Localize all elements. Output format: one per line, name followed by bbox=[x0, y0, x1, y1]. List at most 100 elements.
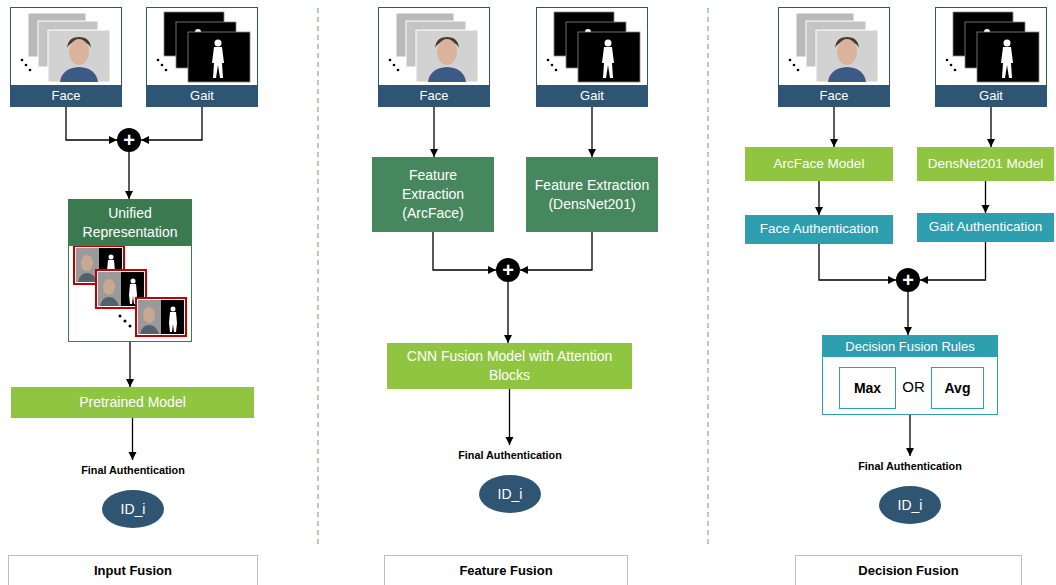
process-box: CNN Fusion Model with Attention Blocks bbox=[387, 343, 632, 389]
process-box: ArcFace Model bbox=[745, 147, 893, 181]
arrow-head bbox=[126, 379, 134, 387]
label-band: Gait bbox=[537, 85, 647, 106]
box-title: Decision Fusion Rules bbox=[845, 339, 974, 354]
arrow-head bbox=[982, 205, 990, 213]
panel-caption: Input Fusion bbox=[94, 563, 172, 578]
image-card: Face bbox=[778, 7, 890, 107]
identity-label: ID_i bbox=[898, 497, 923, 513]
rule-option: Avg bbox=[945, 380, 971, 396]
arrow-head bbox=[129, 452, 137, 460]
text-label: OR bbox=[896, 378, 931, 395]
ellipsis-dot bbox=[119, 315, 122, 318]
panel-separators bbox=[318, 8, 708, 548]
fusion-plus-circle: + bbox=[117, 128, 141, 152]
connector-line bbox=[920, 242, 986, 280]
label-band: Face bbox=[379, 85, 489, 106]
panel-caption: Decision Fusion bbox=[858, 563, 958, 578]
connector-arrow bbox=[66, 107, 117, 144]
arrow-head bbox=[430, 149, 438, 157]
image-card: Gait bbox=[146, 7, 258, 107]
image-card: Gait bbox=[536, 7, 648, 107]
arrow-head bbox=[125, 191, 133, 199]
gait-images bbox=[157, 12, 1039, 82]
face-image-stack bbox=[21, 13, 110, 82]
label-band: Face bbox=[779, 85, 889, 106]
box-text: CNN Fusion Model with Attention Blocks bbox=[395, 347, 624, 385]
arrow-head bbox=[109, 136, 117, 144]
connector-arrow bbox=[588, 107, 596, 157]
connector-line bbox=[507, 282, 508, 343]
process-box: Gait Authentication bbox=[917, 213, 1054, 242]
connector-arrow bbox=[506, 389, 514, 445]
card-label: Face bbox=[52, 88, 81, 103]
face-image-stack bbox=[789, 13, 878, 82]
plus-sign: + bbox=[123, 130, 135, 150]
unified-representation-box: Unified Representation bbox=[68, 199, 192, 342]
connector-arrow bbox=[125, 152, 133, 199]
arrow-head bbox=[904, 327, 912, 335]
fused-frame bbox=[136, 298, 186, 336]
face-image-stack bbox=[389, 13, 478, 82]
result-heading: Final Authentication bbox=[440, 449, 580, 461]
panel-caption: Feature Fusion bbox=[459, 563, 552, 578]
card-label: Gait bbox=[580, 88, 604, 103]
box-text: Feature Extraction (DensNet201) bbox=[530, 176, 654, 214]
process-box: DensNet201 Model bbox=[917, 147, 1054, 181]
unified-frames bbox=[74, 246, 186, 336]
arrow-head bbox=[506, 437, 514, 445]
arrow-head bbox=[141, 136, 149, 144]
connector-arrow bbox=[129, 418, 137, 460]
arrow-head bbox=[906, 448, 914, 456]
rule-option-box: Avg bbox=[931, 367, 984, 409]
label-band: Gait bbox=[147, 85, 257, 106]
box-text: Feature Extraction (ArcFace) bbox=[376, 166, 490, 223]
panel-caption-box: Input Fusion bbox=[8, 555, 258, 585]
ellipsis-dot bbox=[124, 320, 127, 323]
identity-ellipse: ID_i bbox=[879, 486, 941, 524]
gait-silhouette-stack bbox=[547, 12, 640, 82]
box-text: DensNet201 Model bbox=[928, 155, 1044, 173]
connector-arrow bbox=[815, 181, 823, 215]
arrow-head bbox=[588, 149, 596, 157]
box-text: Pretrained Model bbox=[79, 393, 186, 412]
connector-arrow bbox=[126, 342, 134, 387]
connector-arrow bbox=[433, 232, 496, 274]
card-label: Gait bbox=[979, 88, 1003, 103]
connector-arrow bbox=[920, 242, 986, 284]
connector-arrow bbox=[430, 107, 438, 157]
label-band: Gait bbox=[936, 85, 1046, 106]
face-images bbox=[21, 13, 878, 82]
final-authentication: Final AuthenticationID_i bbox=[440, 445, 580, 513]
final-authentication: Final AuthenticationID_i bbox=[840, 456, 980, 524]
card-label: Face bbox=[420, 88, 449, 103]
panel-caption-box: Feature Fusion bbox=[384, 555, 628, 585]
process-box: Pretrained Model bbox=[11, 387, 254, 418]
connector-line bbox=[141, 107, 202, 140]
connector-line bbox=[819, 244, 896, 280]
decision-rules-box: Decision Fusion RulesMaxAvgOR bbox=[822, 335, 998, 415]
process-box: Face Authentication bbox=[745, 215, 893, 244]
plus-sign: + bbox=[502, 260, 514, 280]
box-header: Unified Representation bbox=[69, 200, 191, 246]
arrow-head bbox=[830, 139, 838, 147]
arrow-head bbox=[488, 266, 496, 274]
connector-arrow bbox=[819, 244, 896, 284]
box-text: ArcFace Model bbox=[774, 155, 865, 173]
process-box: Feature Extraction (ArcFace) bbox=[372, 157, 494, 232]
arrow-head bbox=[987, 139, 995, 147]
fusion-plus-circle: + bbox=[496, 258, 520, 282]
image-card: Face bbox=[378, 7, 490, 107]
connector-arrow bbox=[141, 107, 202, 144]
process-box: Feature Extraction (DensNet201) bbox=[526, 157, 658, 232]
arrow-head bbox=[504, 335, 512, 343]
label-band: Face bbox=[11, 85, 121, 106]
identity-ellipse: ID_i bbox=[102, 490, 164, 528]
arrow-head bbox=[888, 276, 896, 284]
card-label: Gait bbox=[190, 88, 214, 103]
connector-arrow bbox=[987, 107, 995, 147]
connector-arrow bbox=[830, 107, 838, 147]
image-card: Face bbox=[10, 7, 122, 107]
box-text: Face Authentication bbox=[760, 220, 879, 238]
fusion-plus-circle: + bbox=[896, 268, 920, 292]
